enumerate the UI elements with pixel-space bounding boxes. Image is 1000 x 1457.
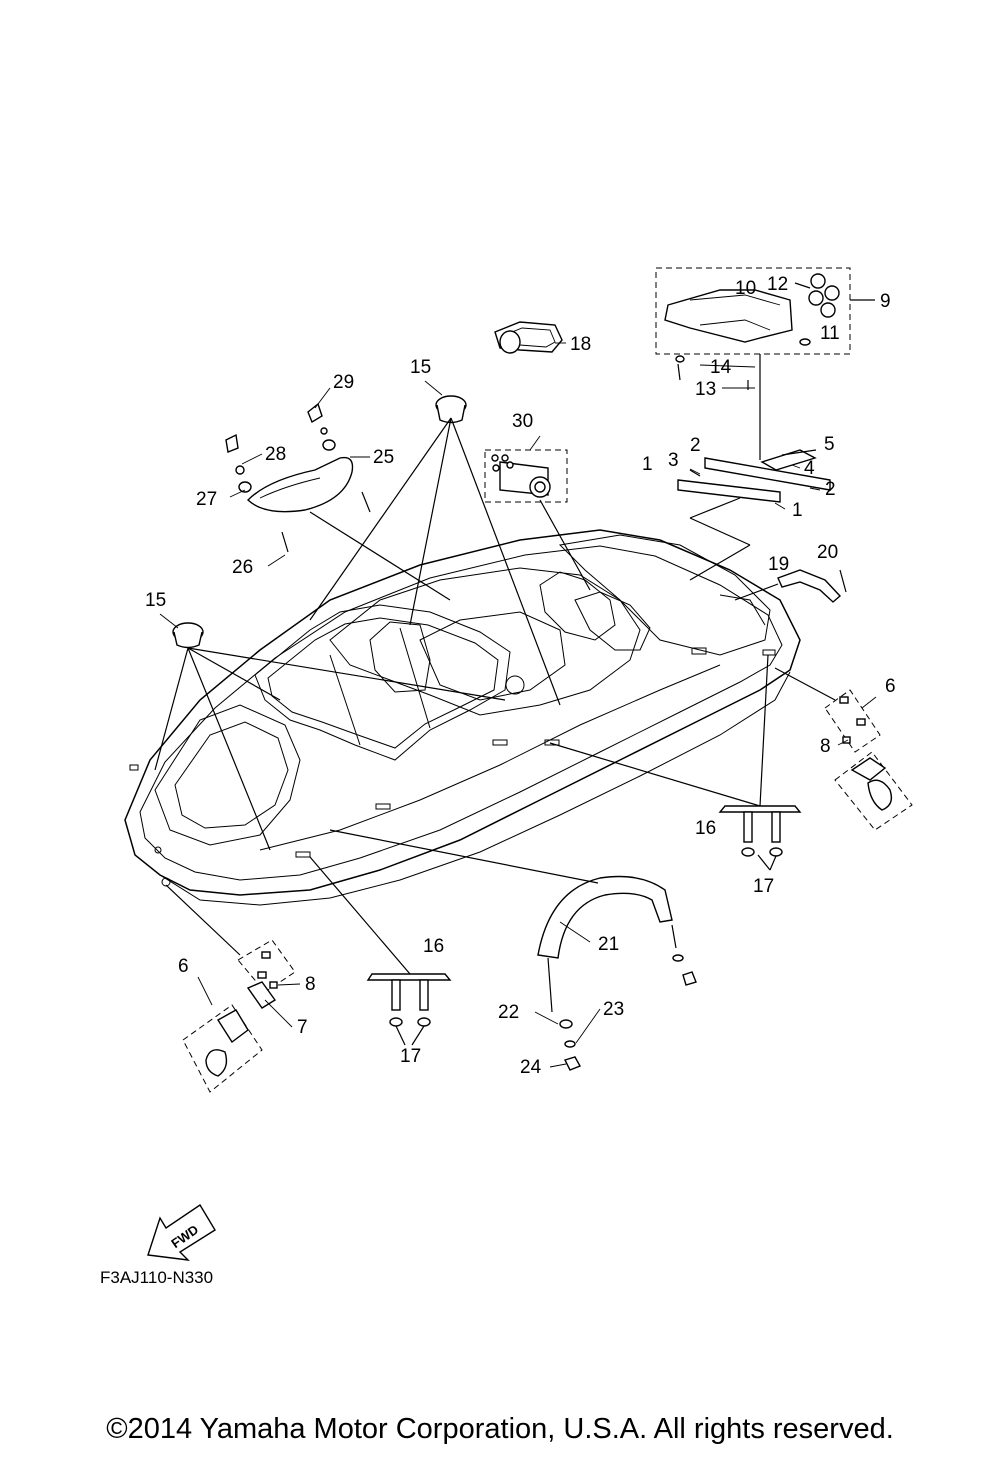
figure-code: F3AJ110-N330 <box>100 1268 214 1287</box>
callout-6-left: 6 <box>178 956 189 977</box>
callout-12: 12 <box>767 274 788 295</box>
callout-10: 10 <box>735 278 756 299</box>
callout-25: 25 <box>373 447 394 468</box>
callout-5: 5 <box>824 434 835 455</box>
callout-14: 14 <box>710 357 732 378</box>
callout-3: 3 <box>668 450 679 471</box>
callout-1: 1 <box>642 454 653 475</box>
callout-21: 21 <box>598 934 619 955</box>
callout-24: 24 <box>520 1057 542 1078</box>
callout-13: 13 <box>695 379 716 400</box>
callout-1b: 1 <box>792 500 803 521</box>
callout-8-left: 8 <box>305 974 316 995</box>
copyright-notice: ©2014 Yamaha Motor Corporation, U.S.A. A… <box>106 1413 894 1445</box>
part-30-switch-panel <box>484 449 568 503</box>
boat-hull <box>124 529 801 906</box>
callout-17-left: 17 <box>400 1046 421 1067</box>
callout-8-right: 8 <box>820 736 831 757</box>
callout-9: 9 <box>880 291 891 312</box>
callout-30: 30 <box>512 411 533 432</box>
part-18-mirror <box>494 321 563 354</box>
callouts: 1 1 2 2 3 4 5 6 6 7 8 8 9 10 11 12 13 14… <box>145 274 896 1078</box>
callout-28: 28 <box>265 444 286 465</box>
callout-15-top: 15 <box>410 357 431 378</box>
callout-7: 7 <box>297 1017 308 1038</box>
callout-26: 26 <box>232 557 253 578</box>
part-15-cup-holder-top <box>435 395 467 424</box>
part-15-cup-holder-left <box>172 622 204 649</box>
callout-20: 20 <box>817 542 838 563</box>
callout-leaders <box>159 342 877 1068</box>
part-16-17-cleat-right <box>718 805 802 857</box>
callout-22: 22 <box>498 1002 519 1023</box>
callout-27: 27 <box>196 489 217 510</box>
part-6-8-tie-down-right <box>824 689 913 831</box>
callout-29: 29 <box>333 372 354 393</box>
part-21-grab-rail <box>537 875 697 1071</box>
part-1-5-brackets <box>677 449 831 503</box>
callout-2b: 2 <box>825 479 836 500</box>
callout-17-right: 17 <box>753 876 774 897</box>
callout-18: 18 <box>570 334 591 355</box>
part-25-grab-handle <box>246 456 354 513</box>
part-6-8-tie-down-left <box>182 939 296 1093</box>
callout-23: 23 <box>603 999 624 1020</box>
part-19-20-strap <box>777 569 847 603</box>
callout-4: 4 <box>804 458 815 479</box>
part-9-14-bracket-assembly <box>655 267 851 460</box>
callout-16-right: 16 <box>695 818 716 839</box>
callout-16-left: 16 <box>423 936 444 957</box>
part-26-27-28-29-hardware <box>225 402 371 553</box>
callout-11: 11 <box>820 323 840 344</box>
forward-direction-arrow: FWD <box>147 1204 216 1261</box>
callout-19: 19 <box>768 554 789 575</box>
callout-2: 2 <box>690 435 701 456</box>
part-16-17-cleat-left <box>366 973 452 1027</box>
callout-15-left: 15 <box>145 590 166 611</box>
leader-lines <box>154 282 875 1046</box>
callout-6-right: 6 <box>885 676 896 697</box>
